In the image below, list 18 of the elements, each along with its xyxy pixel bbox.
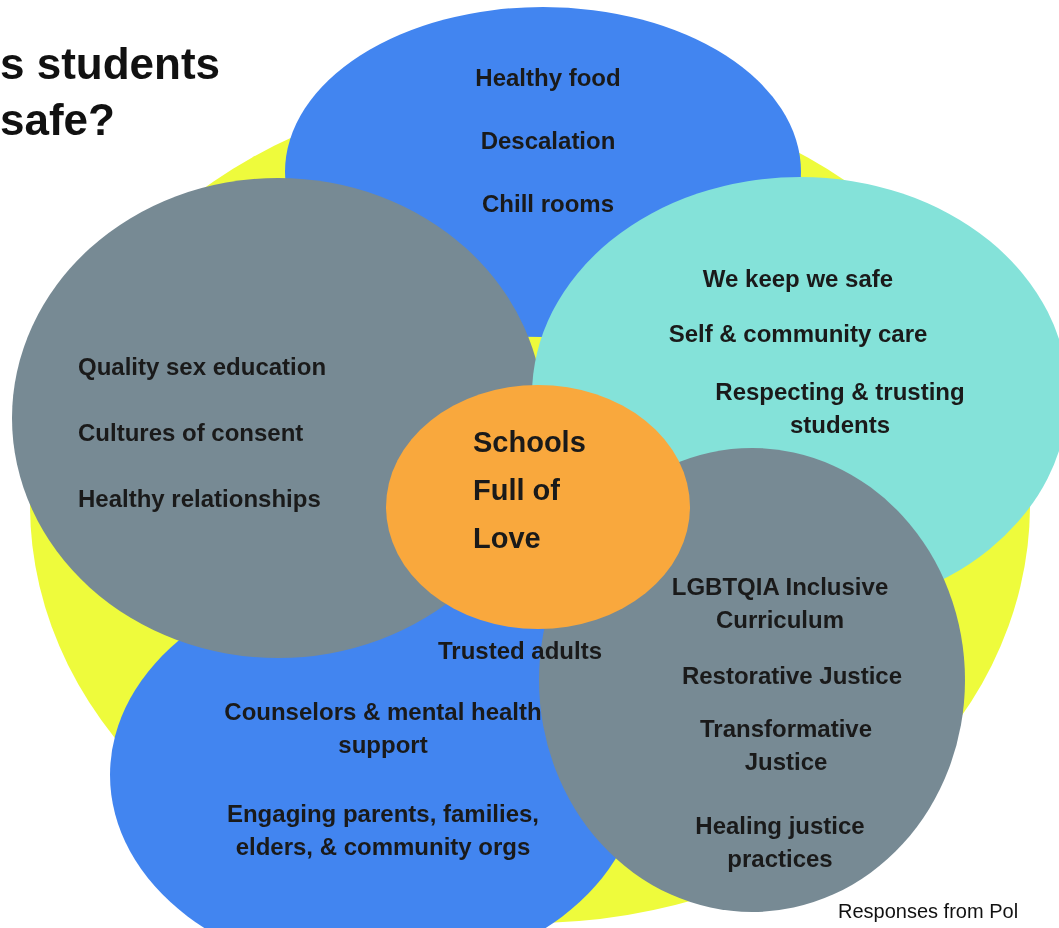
list-item-text: Chill rooms xyxy=(481,188,615,219)
list-item-text: Self & community care xyxy=(667,318,929,349)
list-item-text: Transformative Justice xyxy=(698,714,874,777)
list-item-text: Healthy relationships xyxy=(78,483,322,514)
list-item-text: Cultures of consent xyxy=(78,417,305,448)
list-item-text: Respecting & trusting students xyxy=(714,377,966,440)
caption-text: Responses from Pol xyxy=(838,900,1019,923)
list-item-text: Healthy food xyxy=(474,62,622,93)
list-item-text: We keep we safe xyxy=(701,263,895,294)
list-item-text: Descalation xyxy=(479,125,617,156)
list-item-text: Quality sex education xyxy=(78,351,328,382)
list-item-text: Healing justice practices xyxy=(694,811,866,874)
title-text: s students safe? xyxy=(0,38,222,146)
list-item-text: LGBTQIA Inclusive Curriculum xyxy=(670,572,890,635)
list-item-text: Counselors & mental health support xyxy=(223,697,543,760)
list-item-text: Engaging parents, families, elders, & community orgs xyxy=(225,799,541,862)
list-item-text: Restorative Justice xyxy=(680,660,904,691)
center-label: Schools Full of Love xyxy=(473,425,587,556)
